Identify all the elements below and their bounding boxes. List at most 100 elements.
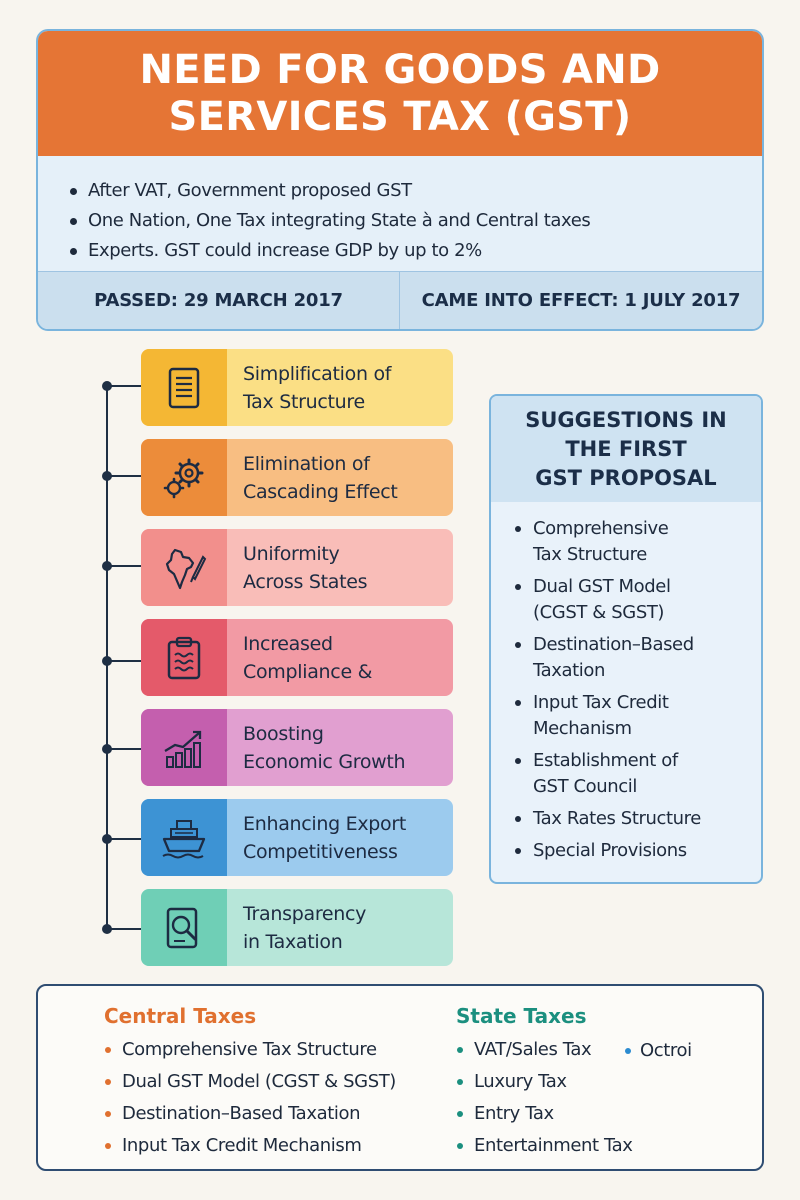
feature-export: Enhancing Export Competitiveness xyxy=(141,799,453,876)
page-title-line-2: SERVICES TAX (GST) xyxy=(168,93,632,140)
feature-title-line: Transparency xyxy=(243,902,367,925)
title-banner: NEED FOR GOODS AND SERVICES TAX (GST) xyxy=(38,31,762,156)
central-tax-item: Dual GST Model (CGST & SGST) xyxy=(104,1066,396,1098)
timeline-branch xyxy=(107,748,142,750)
feature-title-line: Compliance & xyxy=(243,660,373,683)
suggestion-item: Special Provisions xyxy=(513,838,761,864)
suggestion-line: Comprehensive xyxy=(533,518,669,539)
suggestion-line: Taxation xyxy=(533,660,606,681)
timeline-branch xyxy=(107,928,142,930)
document-icon xyxy=(168,367,200,408)
timeline-branch xyxy=(107,475,142,477)
feature-text: Uniformity Across States xyxy=(227,529,453,606)
overview-bullet: One Nation, One Tax integrating State à … xyxy=(68,206,762,236)
feature-text: Simplification of Tax Structure xyxy=(227,349,453,426)
growth-chart-icon xyxy=(164,730,202,768)
feature-icon-box xyxy=(141,619,227,696)
cargo-ship-icon xyxy=(162,819,206,858)
suggestion-item: Destination–Based Taxation xyxy=(513,632,761,684)
feature-growth: Boosting Economic Growth xyxy=(141,709,453,786)
feature-transparency: Transparency in Taxation xyxy=(141,889,453,966)
suggestion-line: Dual GST Model xyxy=(533,576,671,597)
suggestion-line: Input Tax Credit xyxy=(533,692,669,713)
suggestions-title-line: SUGGESTIONS IN xyxy=(525,407,727,432)
feature-uniformity: Uniformity Across States xyxy=(141,529,453,606)
suggestions-title-line: THE FIRST xyxy=(565,436,687,461)
taxes-card: Central Taxes Comprehensive Tax Structur… xyxy=(36,984,764,1171)
feature-text: Increased Compliance & xyxy=(227,619,453,696)
passed-date: PASSED: 29 MARCH 2017 xyxy=(38,272,400,329)
timeline-branch xyxy=(107,565,142,567)
suggestion-item: Establishment of GST Council xyxy=(513,748,761,800)
overview-card: NEED FOR GOODS AND SERVICES TAX (GST) Af… xyxy=(36,29,764,331)
india-map-icon xyxy=(165,548,207,589)
feature-icon-box xyxy=(141,799,227,876)
suggestion-item: Comprehensive Tax Structure xyxy=(513,516,761,568)
central-tax-item: Input Tax Credit Mechanism xyxy=(104,1130,396,1162)
feature-title-line: Tax Structure xyxy=(243,390,365,413)
timeline-branch xyxy=(107,660,142,662)
feature-title-line: Competitiveness xyxy=(243,840,398,863)
feature-icon-box xyxy=(141,529,227,606)
feature-icon-box xyxy=(141,709,227,786)
suggestion-line: (CGST & SGST) xyxy=(533,602,665,623)
feature-title-line: Cascading Effect xyxy=(243,480,398,503)
overview-bullet: After VAT, Government proposed GST xyxy=(68,176,762,206)
state-tax-item-octroi: Octroi xyxy=(624,1037,692,1065)
overview-bullet: Experts. GST could increase GDP by up to… xyxy=(68,236,762,266)
feature-icon-box xyxy=(141,889,227,966)
suggestion-line: Mechanism xyxy=(533,718,632,739)
feature-title-line: Enhancing Export xyxy=(243,812,407,835)
feature-title-line: Across States xyxy=(243,570,368,593)
suggestion-line: Tax Rates Structure xyxy=(533,808,701,829)
central-tax-item: Destination–Based Taxation xyxy=(104,1098,396,1130)
overview-bullets: After VAT, Government proposed GST One N… xyxy=(38,156,762,271)
feature-elimination: Elimination of Cascading Effect xyxy=(141,439,453,516)
suggestions-title: SUGGESTIONS IN THE FIRST GST PROPOSAL xyxy=(525,406,727,493)
state-tax-item: Entertainment Tax xyxy=(456,1130,633,1162)
page-title: NEED FOR GOODS AND SERVICES TAX (GST) xyxy=(139,47,660,141)
central-taxes-list: Comprehensive Tax Structure Dual GST Mod… xyxy=(104,1034,396,1162)
feature-title-line: Uniformity xyxy=(243,542,340,565)
suggestions-list: Comprehensive Tax Structure Dual GST Mod… xyxy=(491,502,761,864)
suggestion-line: GST Council xyxy=(533,776,637,797)
suggestion-line: Destination–Based xyxy=(533,634,694,655)
feature-simplification: Simplification of Tax Structure xyxy=(141,349,453,426)
magnifier-document-icon xyxy=(166,907,198,948)
state-taxes-list: VAT/Sales Tax Luxury Tax Entry Tax Enter… xyxy=(456,1034,633,1162)
feature-text: Enhancing Export Competitiveness xyxy=(227,799,453,876)
suggestions-title-line: GST PROPOSAL xyxy=(535,465,717,490)
suggestion-line: Special Provisions xyxy=(533,840,687,861)
feature-title-line: Elimination of xyxy=(243,452,370,475)
feature-text: Elimination of Cascading Effect xyxy=(227,439,453,516)
state-taxes-heading: State Taxes xyxy=(456,1004,587,1028)
feature-icon-box xyxy=(141,439,227,516)
feature-text: Transparency in Taxation xyxy=(227,889,453,966)
effective-date: CAME INTO EFFECT: 1 JULY 2017 xyxy=(421,290,741,311)
clipboard-icon xyxy=(167,636,201,679)
state-tax-item: Luxury Tax xyxy=(456,1066,633,1098)
suggestions-panel: SUGGESTIONS IN THE FIRST GST PROPOSAL Co… xyxy=(489,394,763,884)
feature-title-line: Economic Growth xyxy=(243,750,406,773)
timeline-branch xyxy=(107,385,142,387)
dates-row: PASSED: 29 MARCH 2017 CAME INTO EFFECT: … xyxy=(38,271,762,329)
suggestion-line: Establishment of xyxy=(533,750,678,771)
central-taxes-heading: Central Taxes xyxy=(104,1004,257,1028)
suggestion-item: Tax Rates Structure xyxy=(513,806,761,832)
state-tax-item: Entry Tax xyxy=(456,1098,633,1130)
feature-icon-box xyxy=(141,349,227,426)
feature-title-line: Boosting xyxy=(243,722,324,745)
suggestion-item: Dual GST Model (CGST & SGST) xyxy=(513,574,761,626)
page-title-line-1: NEED FOR GOODS AND xyxy=(139,46,661,93)
feature-text: Boosting Economic Growth xyxy=(227,709,453,786)
suggestion-item: Input Tax Credit Mechanism xyxy=(513,690,761,742)
timeline-branch xyxy=(107,838,142,840)
feature-compliance: Increased Compliance & xyxy=(141,619,453,696)
gears-icon xyxy=(163,458,204,498)
suggestions-header: SUGGESTIONS IN THE FIRST GST PROPOSAL xyxy=(491,396,761,502)
suggestion-line: Tax Structure xyxy=(533,544,647,565)
feature-title-line: in Taxation xyxy=(243,930,343,953)
state-tax-item: VAT/Sales Tax xyxy=(456,1034,633,1066)
feature-title-line: Simplification of xyxy=(243,362,392,385)
feature-title-line: Increased xyxy=(243,632,333,655)
